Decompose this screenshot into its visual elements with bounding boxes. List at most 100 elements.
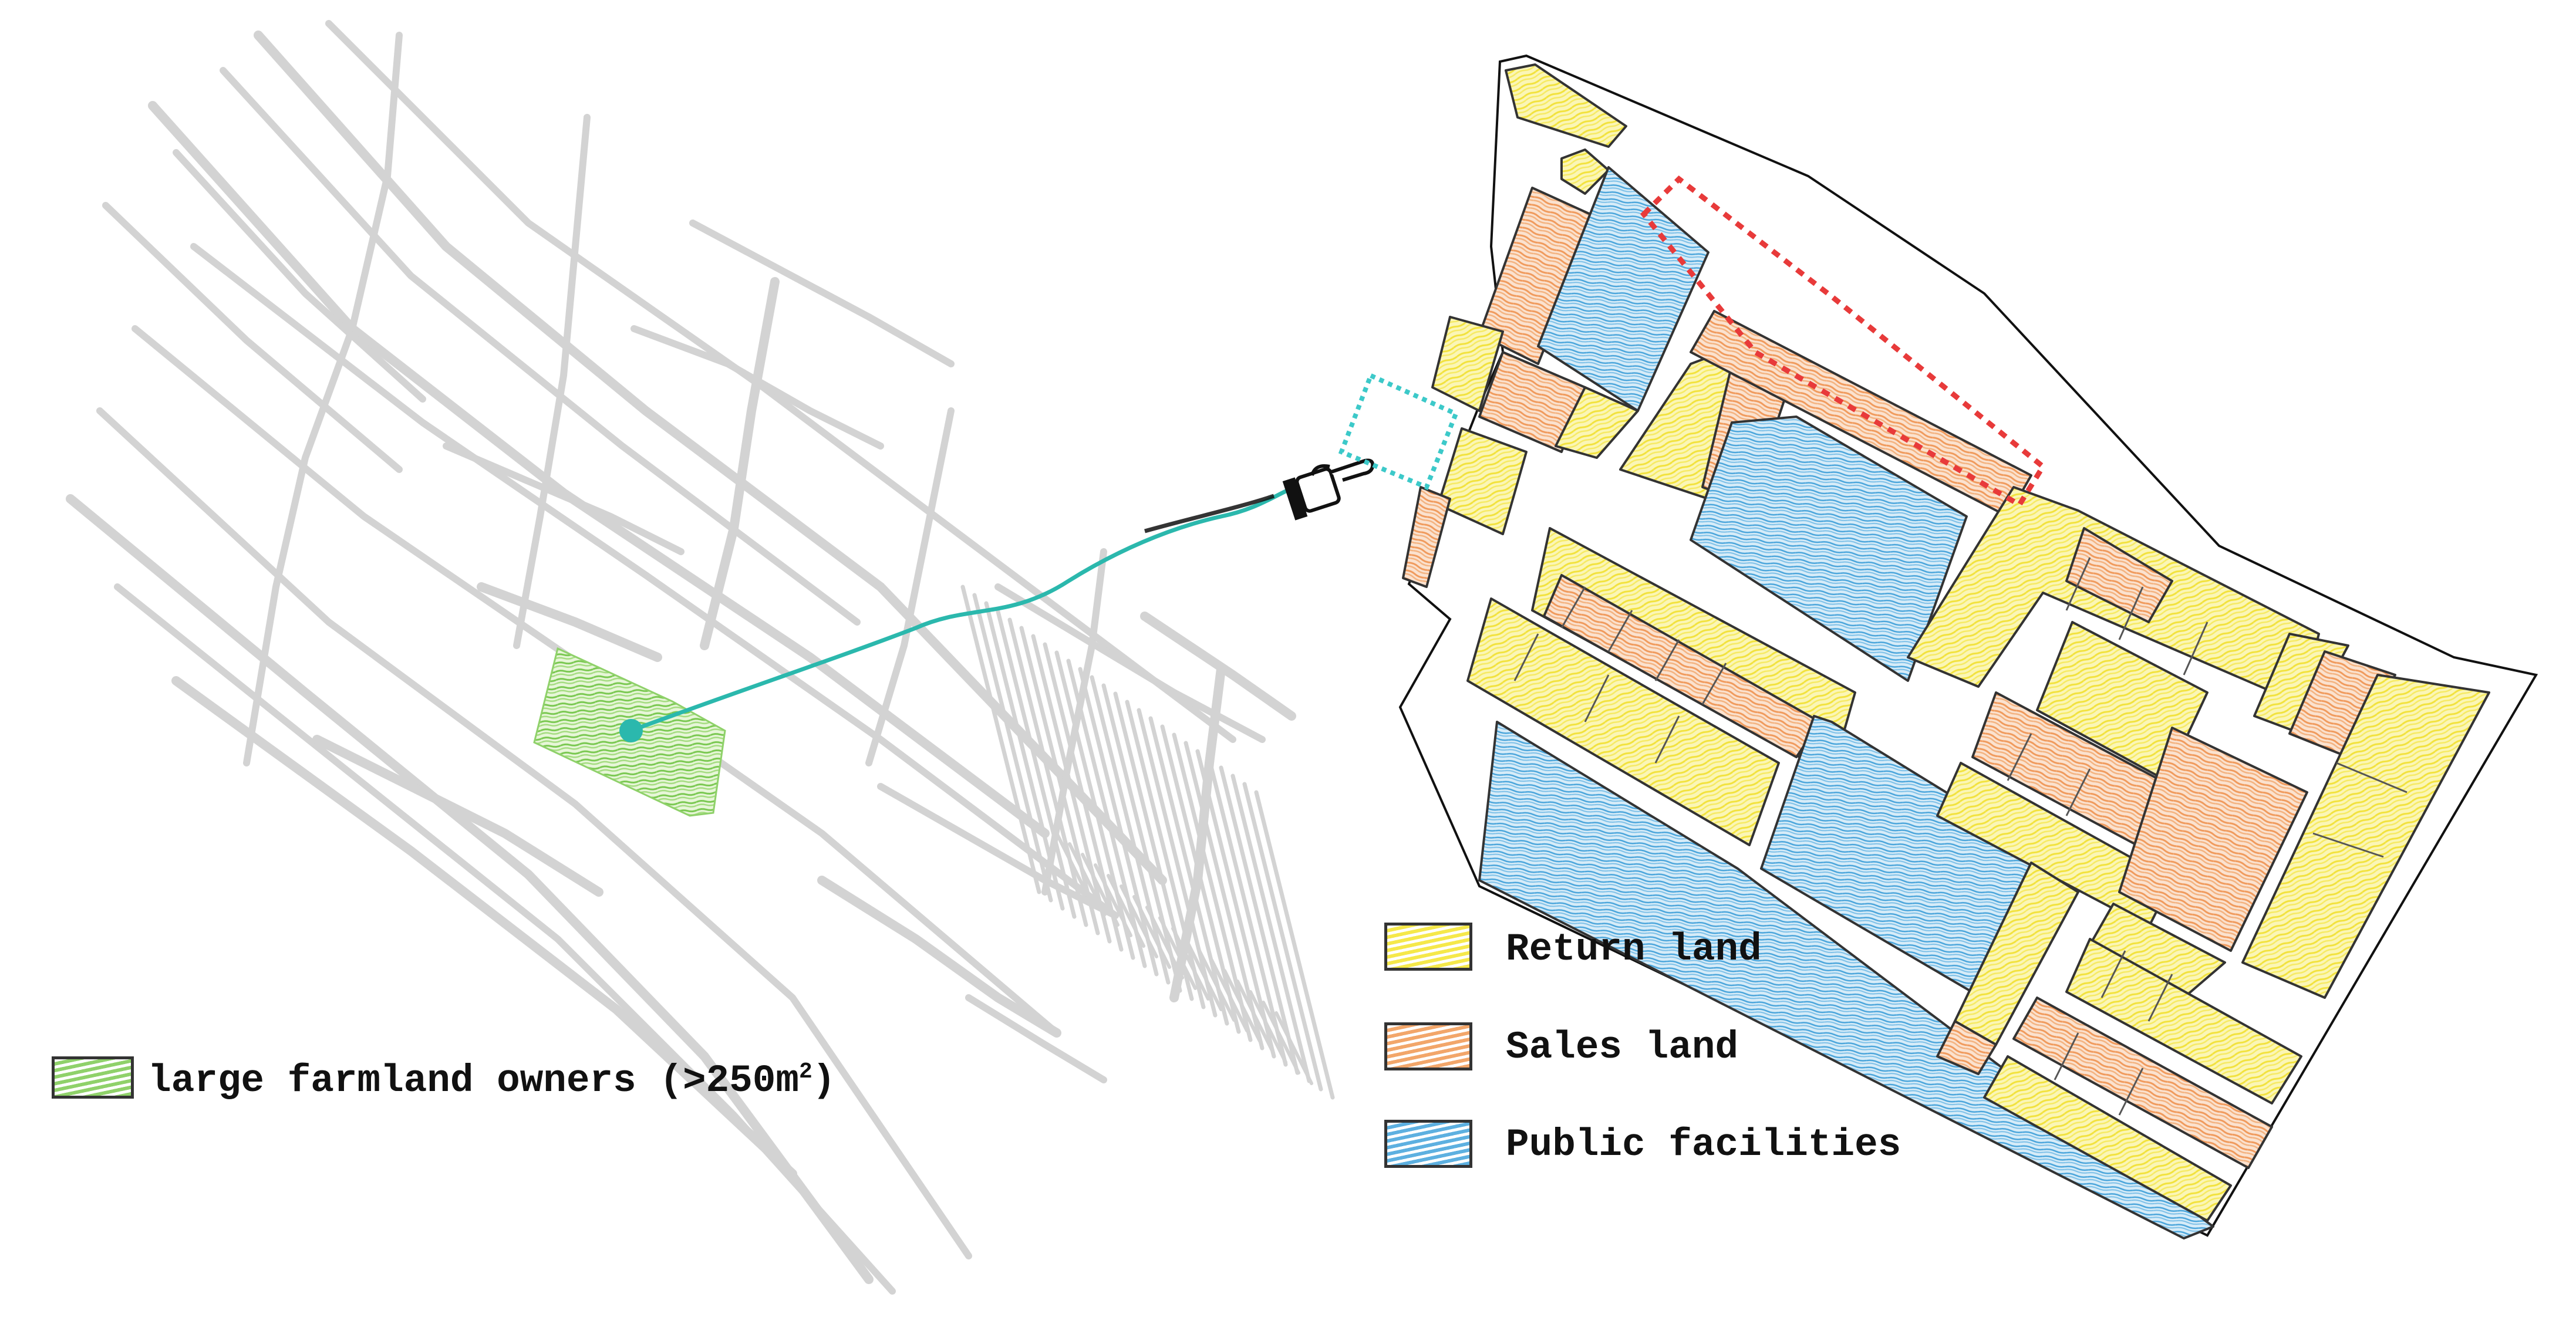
field-boundary	[1274, 1011, 1313, 1085]
legend-large-farmland-label: large farmland owners (>250m2)	[148, 1061, 835, 1100]
road-segment	[254, 31, 1167, 885]
field-boundary	[1184, 741, 1265, 1051]
parcel-subdivision-line	[2100, 950, 2126, 998]
legend-label-superscript: 2	[798, 1059, 812, 1085]
legend-sales-land: Sales land	[1506, 1025, 1739, 1069]
road-segment	[700, 277, 780, 650]
public-facilities-swatch	[1384, 1120, 1472, 1168]
field-boundary	[1249, 990, 1287, 1064]
field-boundary	[1054, 650, 1135, 960]
field-boundary	[1081, 853, 1120, 927]
field-boundary	[1137, 708, 1218, 1018]
field-boundary	[1195, 749, 1276, 1059]
field-boundary	[1172, 732, 1253, 1042]
return-land-parcel[interactable]	[1505, 63, 1627, 148]
parcel-connector-line	[630, 485, 1296, 733]
field-boundary	[1219, 765, 1300, 1075]
parcel-subdivision-line	[2312, 832, 2384, 858]
field-boundary	[996, 609, 1077, 919]
sales-land-parcel[interactable]	[2065, 527, 2173, 623]
road-segment	[513, 114, 591, 649]
red-dashed-highlight	[1640, 175, 2046, 509]
return-land-parcel[interactable]	[1560, 148, 1610, 195]
field-boundary	[1043, 642, 1124, 952]
sales-land-parcel[interactable]	[1478, 351, 1586, 453]
parcel-subdivision-line	[1701, 663, 1727, 705]
field-boundary	[1132, 895, 1171, 969]
field-boundary	[1242, 782, 1323, 1092]
road-segment	[96, 407, 972, 1259]
parcel-subdivision-line	[2065, 557, 2091, 611]
sales-land-parcel[interactable]	[1936, 1020, 1997, 1075]
field-boundary	[1210, 958, 1249, 1032]
return-land-parcel[interactable]	[1466, 597, 1780, 846]
road-segment	[243, 32, 403, 766]
field-boundary	[1090, 675, 1171, 985]
return-land-parcel[interactable]	[2241, 674, 2490, 999]
public-facility-parcel[interactable]	[1690, 416, 1968, 682]
return-land-parcel[interactable]	[1431, 316, 1504, 412]
sales-land-parcel[interactable]	[2012, 997, 2273, 1169]
return-land-parcel[interactable]	[1555, 386, 1639, 459]
return-land-parcel[interactable]	[1437, 427, 1528, 535]
connector-tail	[1144, 494, 1275, 533]
sales-land-swatch	[1384, 1022, 1472, 1070]
field-boundary	[1160, 724, 1241, 1034]
parcel-subdivision-line	[2065, 768, 2091, 816]
field-boundary	[984, 601, 1065, 911]
field-boundary	[1078, 667, 1159, 977]
parcel-subdivision-line	[2007, 733, 2032, 781]
field-boundary	[1107, 874, 1145, 948]
field-boundary	[1254, 790, 1335, 1100]
road-segment	[1140, 612, 1296, 721]
parcel-subdivision-line	[2336, 762, 2408, 793]
road-segment	[865, 407, 955, 766]
parcel-subdivision-line	[1513, 633, 1539, 681]
road-segment	[66, 494, 874, 1284]
sales-land-parcel[interactable]	[1478, 187, 1598, 365]
field-boundary	[1068, 842, 1107, 916]
parcel-subdivision-line	[1654, 639, 1680, 681]
field-boundary	[1066, 658, 1147, 968]
return-land-parcel[interactable]	[2065, 938, 2302, 1105]
field-boundary	[1223, 969, 1262, 1043]
sales-land-parcel[interactable]	[1543, 574, 1821, 758]
road-segment	[220, 67, 861, 626]
pointing-hand-icon	[1282, 458, 1375, 521]
parcel-subdivision-line	[2118, 586, 2144, 640]
sales-land-parcel[interactable]	[1402, 486, 1451, 588]
field-boundary	[1184, 937, 1223, 1011]
parcel-marker-dot[interactable]	[619, 719, 643, 742]
road-segment	[689, 219, 955, 367]
field-boundary	[1171, 927, 1210, 1001]
field-boundary	[1031, 634, 1112, 944]
legend-return-land: Return land	[1506, 927, 1762, 971]
return-land-parcel[interactable]	[1983, 1055, 2232, 1222]
road-segment	[443, 443, 685, 555]
field-boundary	[972, 593, 1053, 903]
road-segment	[477, 582, 662, 662]
field-boundary	[1148, 716, 1229, 1026]
field-boundary	[1262, 1001, 1300, 1075]
road-segment	[817, 876, 1061, 1038]
parcel-subdivision-line	[1560, 586, 1586, 629]
return-land-swatch	[1384, 923, 1472, 971]
road-segment	[994, 583, 1266, 743]
field-boundary	[1101, 683, 1182, 993]
large-farmland-swatch	[52, 1056, 134, 1099]
field-boundary	[1230, 774, 1311, 1083]
parcel-subdivision-line	[1607, 610, 1633, 652]
field-boundary	[1055, 832, 1094, 906]
field-boundary	[960, 585, 1041, 894]
road-segment	[325, 20, 1236, 743]
selected-parcel-outline[interactable]	[1338, 372, 1459, 491]
road-segment	[190, 243, 1119, 919]
road-segment	[630, 325, 884, 450]
legend-public-facilities: Public facilities	[1506, 1123, 1901, 1167]
field-boundary	[1197, 948, 1236, 1022]
field-boundary	[1145, 906, 1184, 980]
road-segment	[114, 583, 896, 1295]
sales-land-parcel[interactable]	[2118, 727, 2308, 952]
field-boundary	[1019, 626, 1100, 935]
